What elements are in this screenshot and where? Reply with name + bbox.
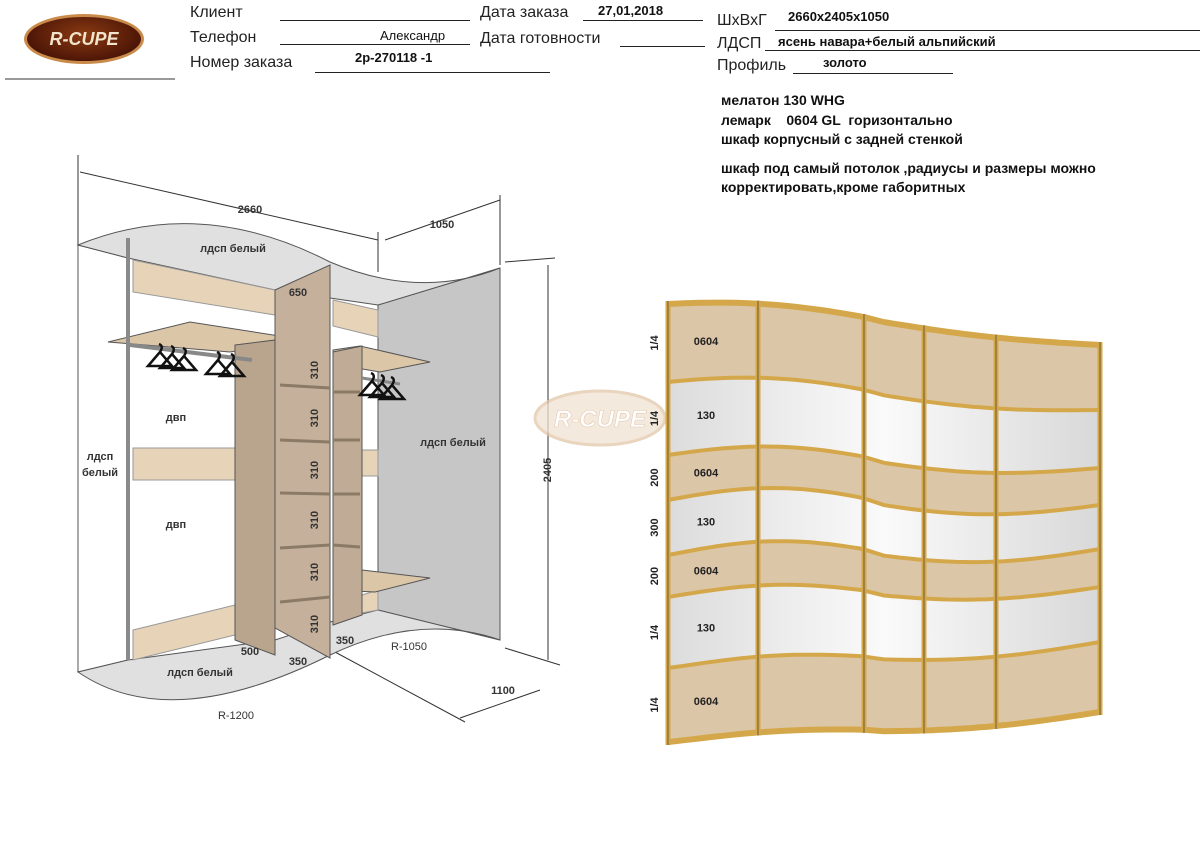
facade-material-label: 130 xyxy=(697,410,715,422)
dims-label: ШхВхГ xyxy=(717,12,767,29)
profile-rail xyxy=(667,485,1101,517)
hanger-icon xyxy=(203,350,233,376)
facade-row-height: 1/4 xyxy=(649,334,661,350)
client-field[interactable] xyxy=(280,20,470,21)
hanger-icon xyxy=(169,346,199,372)
order-date-field[interactable] xyxy=(583,20,703,21)
facade-material-label: 130 xyxy=(697,623,715,635)
right-unit-side xyxy=(332,345,363,626)
shelf-spacing-2: 310 xyxy=(309,409,321,427)
bottom-panel-label: лдсп белый xyxy=(167,667,233,679)
dim-depth: 1050 xyxy=(430,219,454,231)
watermark-text: R-CUPE xyxy=(554,406,647,433)
top-panel-label: лдсп белый xyxy=(200,243,266,255)
hanging-rod-left xyxy=(129,343,253,362)
left-wall-label-1: лдсп xyxy=(87,451,114,463)
client-label: Клиент xyxy=(190,4,243,21)
facade-row-height: 200 xyxy=(649,567,661,585)
phone-label: Телефон xyxy=(190,29,257,46)
profile-rail xyxy=(667,640,1101,670)
note-melaton: мелатон 130 WHG xyxy=(721,92,845,108)
left-unit-side xyxy=(234,339,276,656)
facade-row-height: 1/4 xyxy=(649,410,661,426)
facade-row-height: 1/4 xyxy=(649,624,661,640)
hanger-icon xyxy=(145,342,175,368)
hanger-icon xyxy=(377,375,407,401)
profile-field[interactable] xyxy=(793,73,953,74)
shelf-spacing-5: 310 xyxy=(309,563,321,581)
facade-material-label: 0604 xyxy=(694,696,719,708)
profile-rail xyxy=(667,375,1101,413)
company-logo: R-CUPE xyxy=(24,14,144,64)
facade-row-height: 200 xyxy=(649,468,661,486)
back-strips xyxy=(132,259,379,661)
dims-field[interactable] xyxy=(775,30,1200,31)
hanger-icon xyxy=(157,344,187,370)
column-depth-label: 650 xyxy=(289,287,307,299)
ldsp-value: ясень навара+белый альпийский xyxy=(778,34,996,49)
right-wall-label: лдсп белый xyxy=(420,437,486,449)
note-body: шкаф корпусный с задней стенкой xyxy=(721,131,963,147)
radius-right: R-1050 xyxy=(391,641,427,653)
watermark: R-CUPE xyxy=(533,389,667,447)
dims-value: 2660х2405х1050 xyxy=(788,9,890,24)
hangers xyxy=(145,342,407,401)
facade-material-label: 0604 xyxy=(694,468,719,480)
left-wall-label-2: белый xyxy=(82,467,118,479)
dim-bottom-depth: 1100 xyxy=(491,685,515,697)
hanger-icon xyxy=(217,352,247,378)
profile-rail xyxy=(667,299,1101,348)
profile-value: золото xyxy=(823,55,867,70)
radius-left: R-1200 xyxy=(218,710,254,722)
mid-depth-label: 350 xyxy=(289,656,307,668)
top-panel xyxy=(76,223,501,306)
phone-value: Александр xyxy=(380,28,446,43)
back-upper-label: двп xyxy=(166,412,186,424)
ldsp-label: ЛДСП xyxy=(717,35,762,52)
ready-date-label: Дата готовности xyxy=(480,30,601,47)
order-date-value: 27,01,2018 xyxy=(598,3,664,18)
shelf-spacing-6: 310 xyxy=(309,615,321,633)
right-depth-label: 350 xyxy=(336,635,354,647)
note-lemark: лемарк 0604 GL горизонтально xyxy=(721,112,953,128)
facade-material-label: 0604 xyxy=(694,336,719,348)
order-number-value: 2р-270118 -1 xyxy=(355,50,433,65)
shelf-spacing-1: 310 xyxy=(309,361,321,379)
back-lower-label: двп xyxy=(166,519,186,531)
note-adjust: корректировать,кроме габоритных xyxy=(721,179,966,195)
order-date-label: Дата заказа xyxy=(480,4,569,21)
dimension-lines xyxy=(77,155,561,723)
facade-material-label: 130 xyxy=(697,517,715,529)
ready-date-field[interactable] xyxy=(620,46,705,47)
facade-row-height: 300 xyxy=(649,518,661,536)
ldsp-field[interactable] xyxy=(765,50,1200,51)
profile-rail xyxy=(667,582,1101,602)
profile-rail xyxy=(667,539,1101,565)
shelf-spacing-4: 310 xyxy=(309,511,321,529)
phone-field[interactable] xyxy=(280,44,470,45)
note-ceiling: шкаф под самый потолок ,радиусы и размер… xyxy=(721,160,1096,176)
profile-rail xyxy=(667,444,1101,476)
profile-label: Профиль xyxy=(717,57,787,74)
order-number-field[interactable] xyxy=(315,72,550,73)
order-number-label: Номер заказа xyxy=(190,54,293,71)
column-shelves xyxy=(279,383,361,604)
dim-width: 2660 xyxy=(238,204,262,216)
interior-drawing: 2660 1050 2405 1100 R-1200 R-1050 лдсп б… xyxy=(76,155,561,723)
dim-height: 2405 xyxy=(542,458,554,482)
facade-material-label: 0604 xyxy=(694,565,719,577)
center-column xyxy=(274,264,331,659)
profile-rail xyxy=(667,709,1101,745)
shelf-spacing-3: 310 xyxy=(309,461,321,479)
logo-divider xyxy=(5,78,175,80)
left-depth-label: 500 xyxy=(241,646,259,658)
facade-row-height: 1/4 xyxy=(649,696,661,712)
facade-drawing: 0604 1/4 130 1/4 0604 200 130 300 0604 200 130 1/4 0… xyxy=(649,299,1103,745)
